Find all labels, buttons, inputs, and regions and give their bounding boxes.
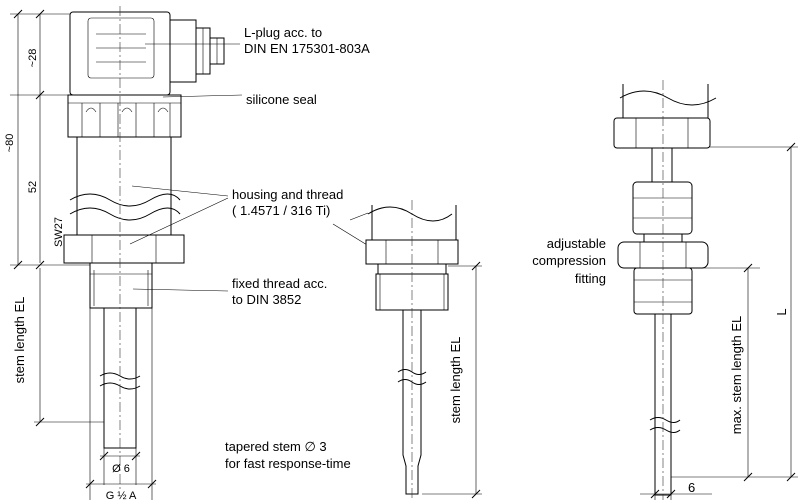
- head-nut-right: [613, 117, 711, 149]
- plug-label-line2: DIN EN 175301-803A: [244, 41, 370, 56]
- tapered-stem-label-line1: tapered stem ∅ 3: [225, 439, 327, 454]
- text-labels: L-plug acc. to DIN EN 175301-803A silico…: [4, 25, 789, 502]
- dim-max-stem-length: max. stem length EL: [729, 316, 744, 435]
- adjustable-label-line2: compression: [532, 253, 606, 268]
- dim-total-height: ~80: [4, 134, 16, 153]
- dim-stem-dia-right: 6: [688, 480, 695, 495]
- fixed-thread-label-line1: fixed thread acc.: [232, 276, 327, 291]
- compression-nut-upper: [632, 181, 693, 235]
- dim-plug-height: ~28: [27, 49, 39, 68]
- housing: [76, 136, 172, 236]
- hex-flat-sw27: [63, 234, 185, 264]
- dim-wrench-size: SW27: [53, 217, 65, 247]
- middle-sensor-view: [365, 200, 482, 499]
- cable-gland: [169, 19, 197, 83]
- dim-stem-length-left: stem length EL: [12, 297, 27, 384]
- dim-overall-length: L: [774, 308, 789, 315]
- adjustable-label-line3: fitting: [575, 271, 606, 286]
- plug-label-line1: L-plug acc. to: [244, 25, 322, 40]
- silicone-seal: [67, 94, 182, 138]
- fixed-thread-label-line2: to DIN 3852: [232, 292, 301, 307]
- dim-thread: G ½ A: [106, 490, 137, 502]
- left-sensor-view: [10, 6, 225, 500]
- dim-stem-diameter: Ø 6: [112, 463, 130, 475]
- dim-housing-height: 52: [27, 181, 39, 193]
- adjustable-label-line1: adjustable: [547, 236, 606, 251]
- housing-label-line1: housing and thread: [232, 187, 343, 202]
- thread-g-half: [89, 262, 153, 309]
- right-sensor-view: [613, 80, 798, 500]
- tapered-stem-label-line2: for fast response-time: [225, 456, 351, 471]
- housing-label-line2: ( 1.4571 / 316 Ti): [232, 203, 330, 218]
- dim-stem-length-mid: stem length EL: [448, 337, 463, 424]
- seal-label: silicone seal: [246, 92, 317, 107]
